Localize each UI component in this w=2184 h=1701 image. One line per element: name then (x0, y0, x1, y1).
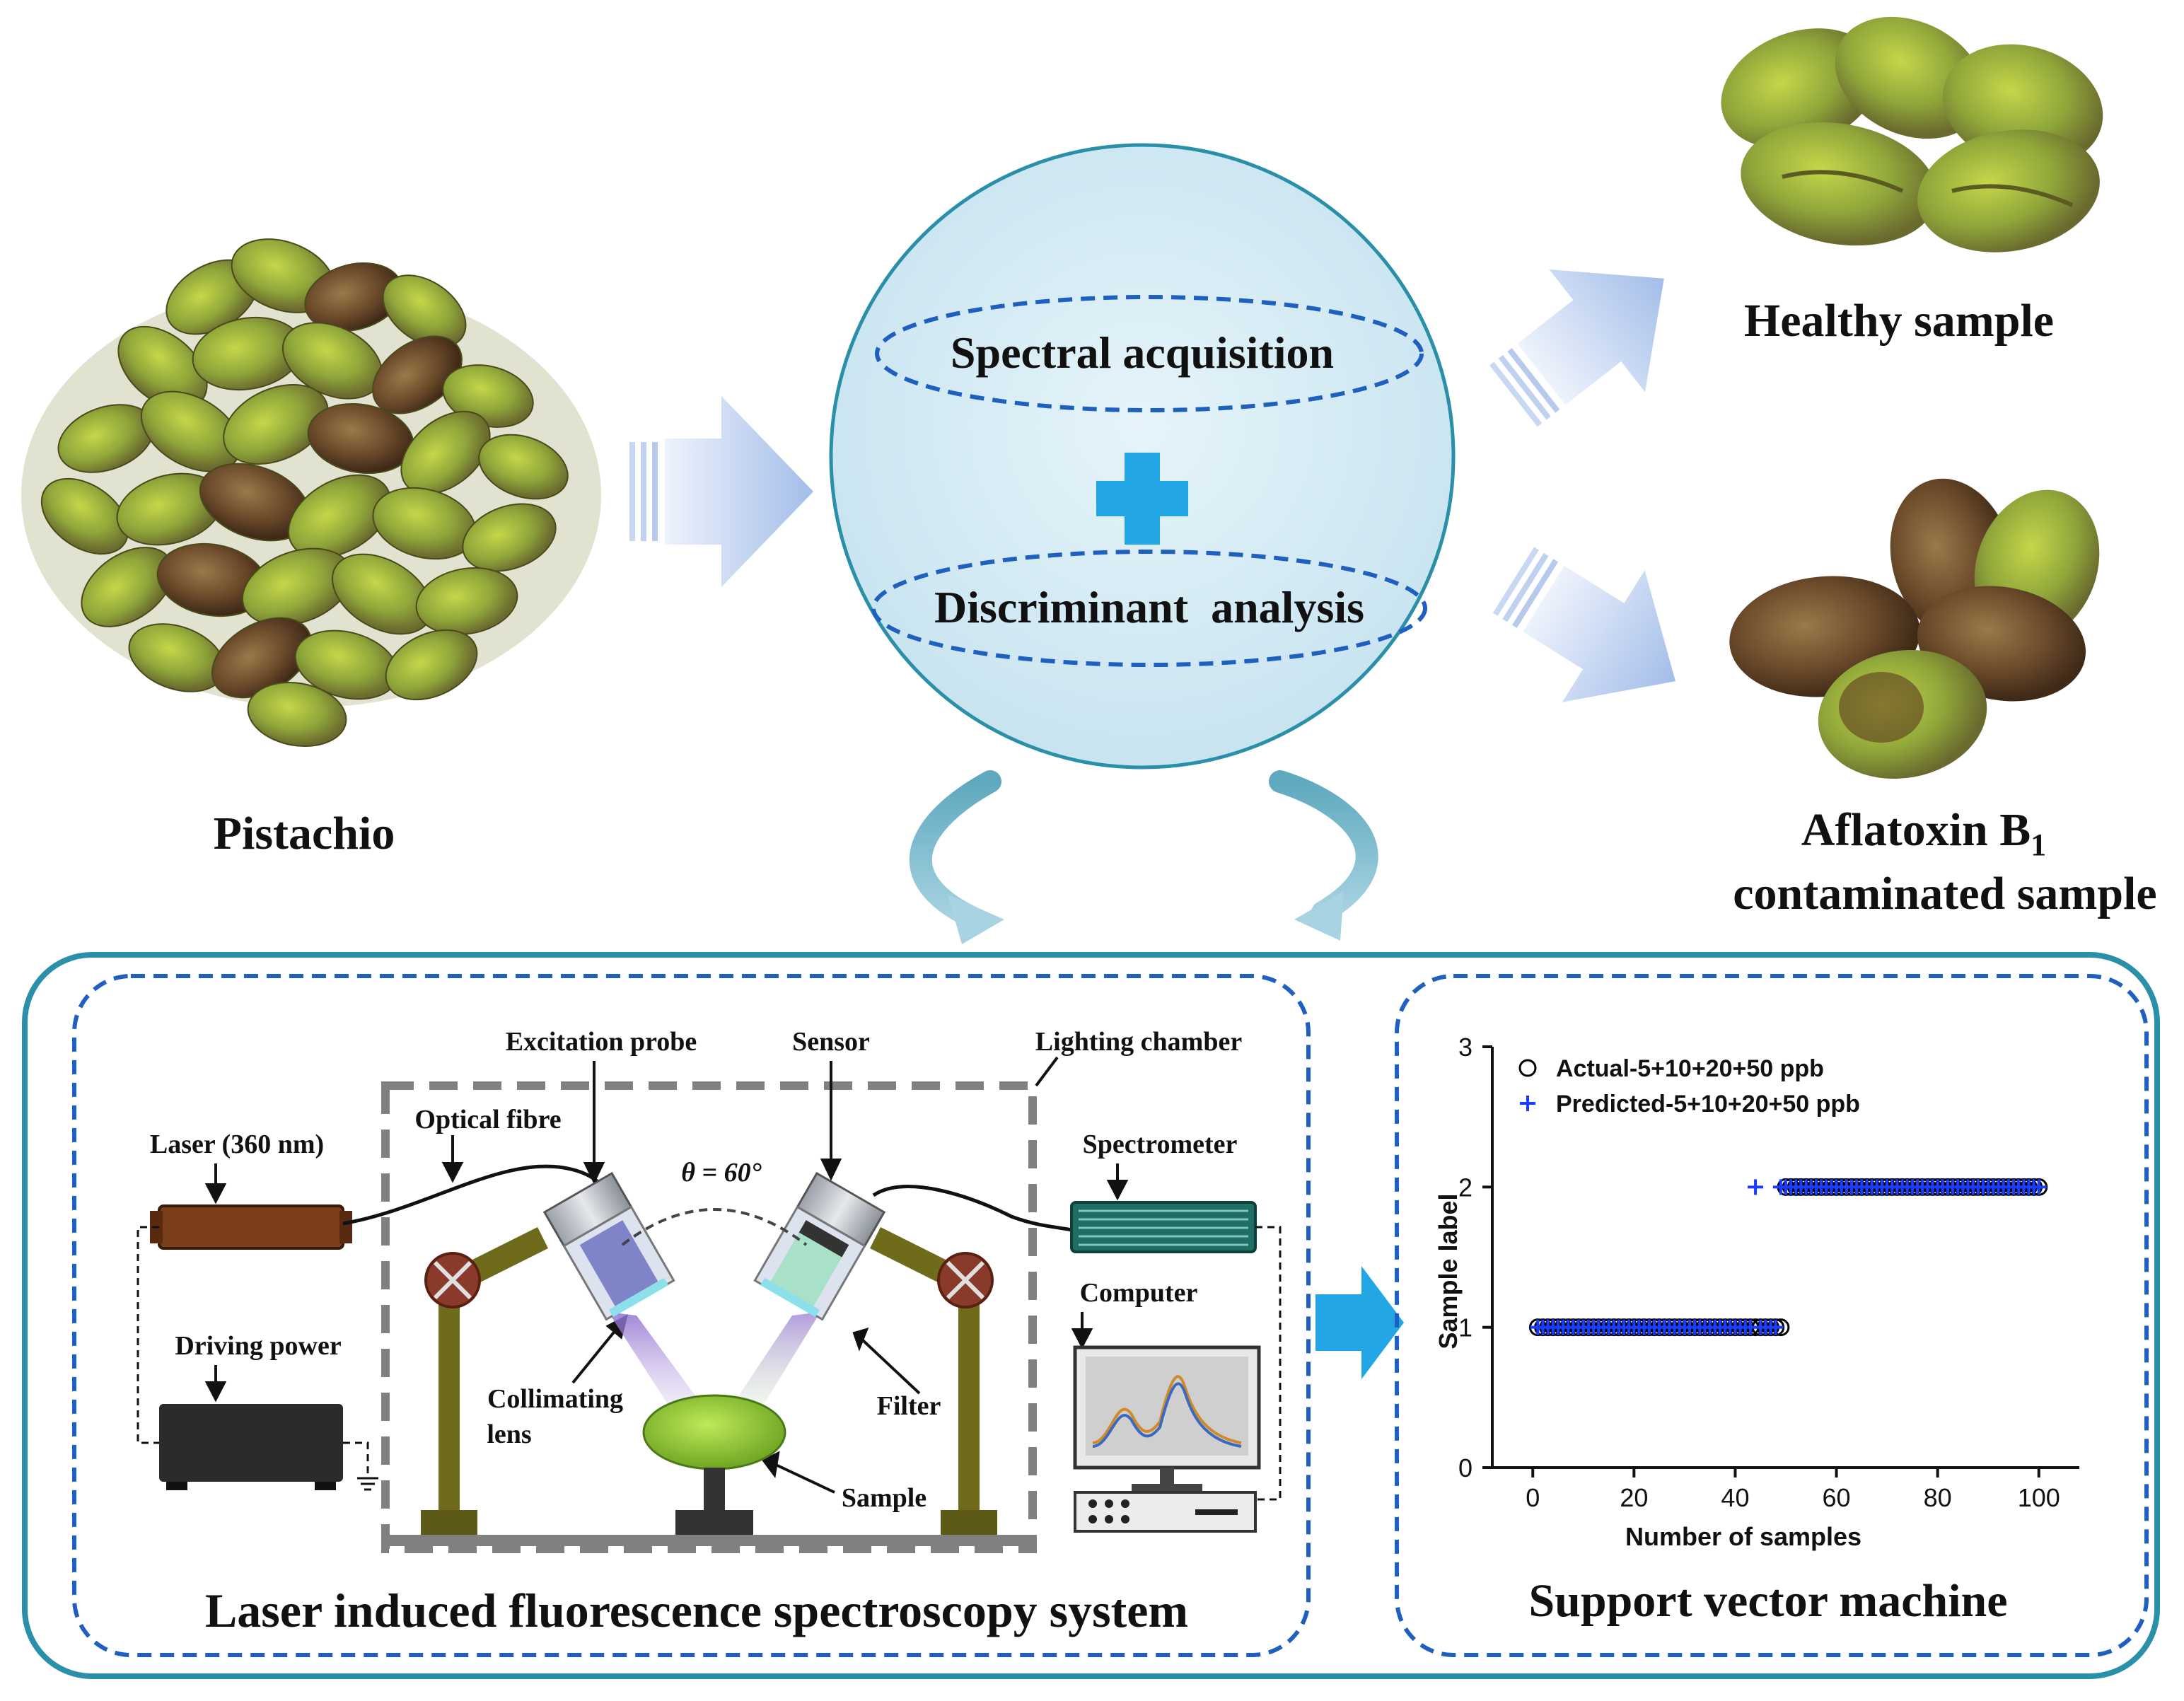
lens-label: lens (487, 1420, 531, 1449)
bottom-panel-frame (22, 952, 2160, 1679)
aflatoxin-subscript: 1 (2031, 828, 2046, 862)
spectral-acquisition-label: Spectral acquisition (951, 327, 1334, 378)
x-tick-label: 60 (1823, 1483, 1851, 1512)
sample-pistachio (642, 1394, 786, 1535)
legend-predicted-marker (1520, 1096, 1535, 1111)
collimating-label: Collimating (487, 1384, 623, 1414)
x-tick-label: 0 (1526, 1483, 1540, 1512)
pistachio-nut (400, 410, 491, 495)
computer-device (1073, 1345, 1261, 1533)
pistachio-nut (372, 335, 463, 414)
chart-legend: Actual-5+10+20+50 ppbPredicted-5+10+20+5… (1518, 1055, 1860, 1117)
legend-predicted-label: Predicted-5+10+20+50 ppb (1556, 1091, 1860, 1117)
pistachio-nut (415, 567, 518, 635)
power-wiring (136, 1226, 369, 1478)
healthy-pistachios-image (1721, 16, 2103, 252)
pistachio-nut (462, 503, 557, 572)
theta-label: θ = 60° (681, 1158, 762, 1188)
lighting-chamber-label: Lighting chamber (1035, 1027, 1243, 1057)
panel-arrow (1315, 1266, 1404, 1379)
pistachio-nut (478, 434, 569, 500)
left-stand (421, 1227, 548, 1535)
monitor-spectrum (1092, 1375, 1242, 1444)
pistachio-label: Pistachio (214, 808, 395, 859)
lif-title: Laser induced fluorescence spectroscopy … (205, 1584, 1188, 1637)
x-tick-label: 80 (1924, 1483, 1952, 1512)
aflatoxin-text: Aflatoxin B (1801, 804, 2031, 856)
sensor-fibre-cable (872, 1185, 1076, 1233)
spectrometer-label: Spectrometer (1083, 1130, 1238, 1159)
filter-label: Filter (877, 1391, 941, 1421)
y-tick-label: 2 (1458, 1173, 1473, 1202)
x-tick-label: 40 (1721, 1483, 1749, 1512)
optical-fibre-label: Optical fibre (414, 1105, 561, 1134)
predicted-point (1767, 1319, 1784, 1335)
excitation-beam (608, 1312, 714, 1422)
laser-device (150, 1204, 352, 1250)
x-tick-label: 20 (1620, 1483, 1648, 1512)
optical-fibre-cable (342, 1164, 610, 1226)
svm-title: Support vector machine (1528, 1575, 2007, 1627)
y-axis-label: Sample label (1434, 1193, 1463, 1349)
input-arrow (629, 396, 813, 587)
predicted-point (2031, 1179, 2047, 1195)
spectrometer-device (1070, 1201, 1257, 1253)
sample-label: Sample (842, 1483, 927, 1513)
sensor-probe (753, 1171, 886, 1321)
x-axis-label: Number of samples (1625, 1522, 1861, 1551)
plus-icon (1096, 453, 1188, 545)
central-circle: Spectral acquisition Discriminant analys… (829, 143, 1456, 770)
contaminated-pistachios-image (1729, 478, 2100, 779)
pistachio-nut (287, 474, 392, 559)
y-tick-label: 1 (1458, 1313, 1473, 1342)
y-tick-label: 0 (1458, 1453, 1473, 1482)
pistachio-nut (247, 681, 347, 748)
discriminant-ellipse (871, 550, 1427, 667)
legend-actual-label: Actual-5+10+20+50 ppb (1556, 1055, 1824, 1082)
emission-beam (721, 1312, 820, 1422)
excitation-probe (542, 1171, 675, 1321)
pistachio-nut (382, 274, 467, 348)
contaminated-sample-label: contaminated sample (1733, 868, 2156, 919)
lif-panel: Excitation probe Sensor Lighting chamber… (72, 974, 1311, 1657)
excitation-probe-label: Excitation probe (506, 1027, 697, 1057)
sensor-label: Sensor (792, 1027, 870, 1057)
pistachio-pile-image (21, 238, 601, 748)
pistachio-nut (40, 477, 129, 555)
right-stand (870, 1227, 997, 1535)
pointer-arrows (204, 1056, 1129, 1494)
legend-actual-marker (1518, 1059, 1537, 1077)
chamber-base (385, 1535, 1033, 1546)
x-tick-label: 100 (2018, 1483, 2060, 1512)
spectral-ellipse (875, 295, 1424, 412)
predicted-point (1748, 1179, 1764, 1195)
driving-power-label: Driving power (175, 1331, 342, 1361)
lighting-chamber (381, 1081, 1037, 1553)
pistachio-nut (223, 383, 329, 465)
contaminated-arrow (1492, 547, 1675, 702)
healthy-arrow (1489, 269, 1664, 427)
laser-label: Laser (360 nm) (150, 1130, 324, 1159)
driving-power-device (159, 1404, 343, 1490)
aflatoxin-label: Aflatoxin B1 (1801, 804, 2047, 862)
pistachio-nut (385, 629, 478, 701)
computer-label: Computer (1080, 1278, 1198, 1308)
spectrometer-wiring (1255, 1226, 1282, 1501)
angle-arc (621, 1208, 808, 1246)
discriminant-analysis-label: Discriminant analysis (934, 582, 1364, 632)
healthy-sample-label: Healthy sample (1744, 295, 2054, 347)
ground-symbol (357, 1477, 378, 1491)
y-tick-label: 3 (1458, 1033, 1473, 1062)
curved-arrow-right (1269, 770, 1378, 941)
curved-arrow-left (909, 770, 1004, 944)
